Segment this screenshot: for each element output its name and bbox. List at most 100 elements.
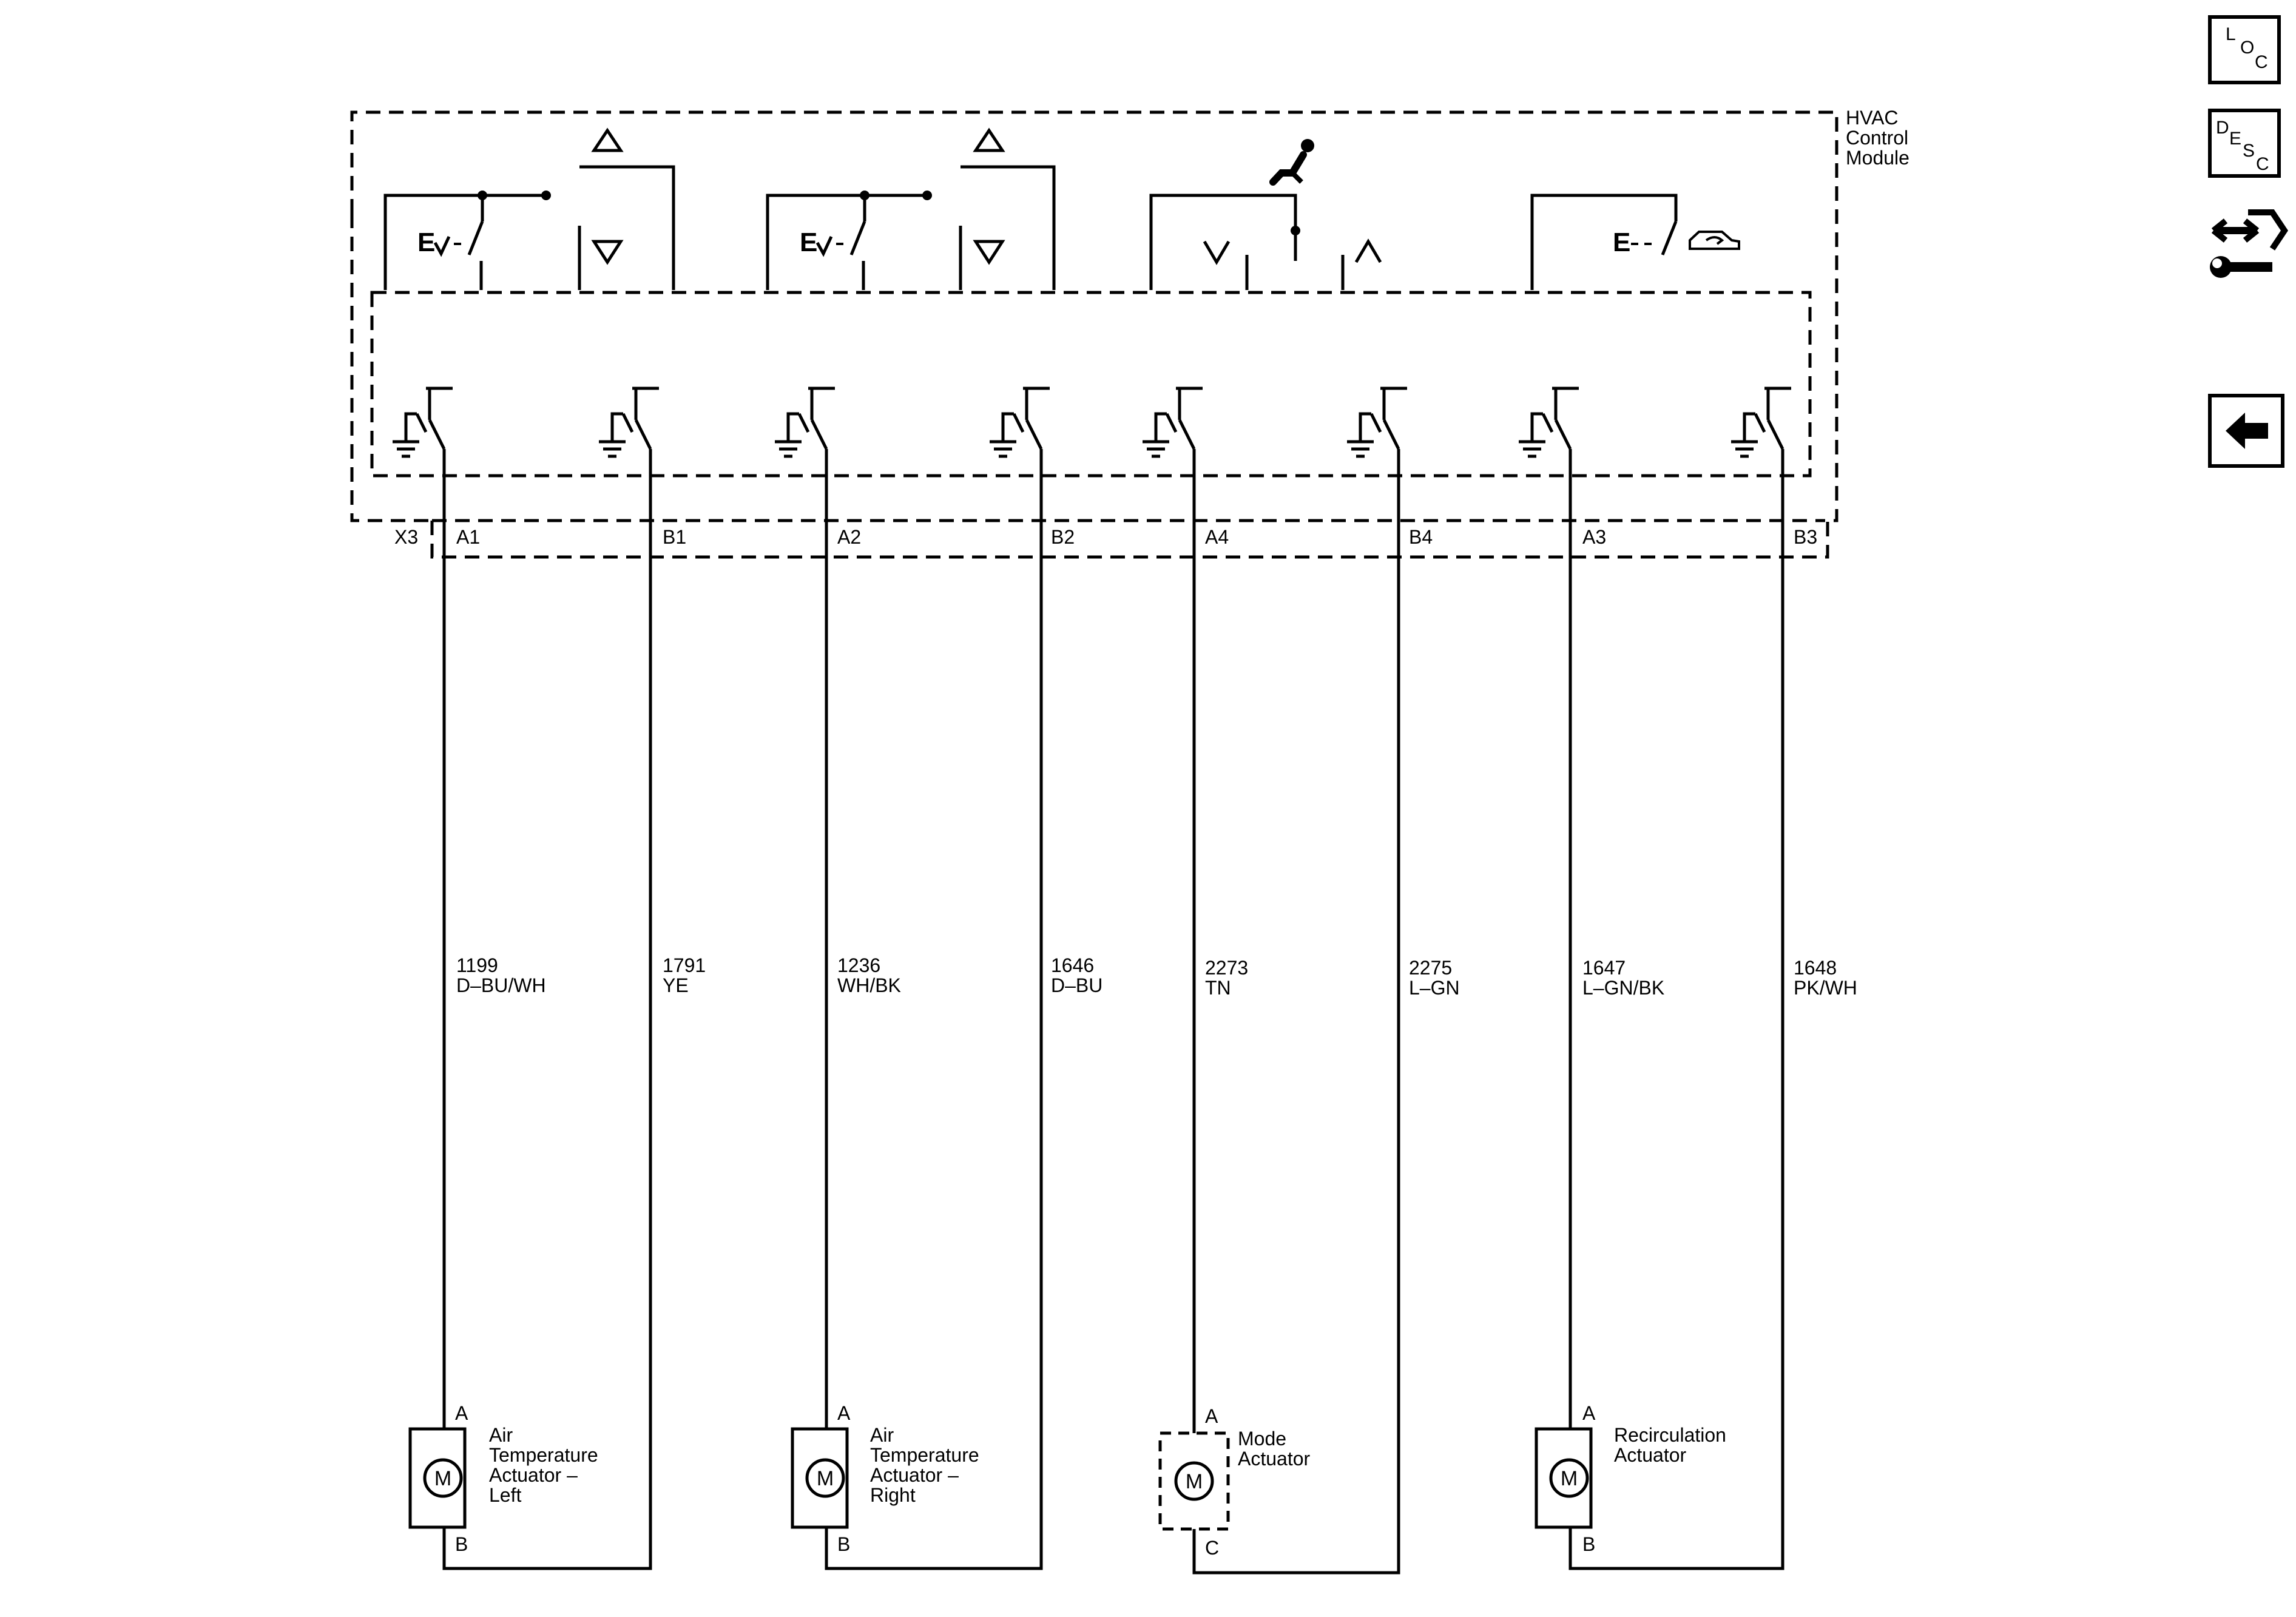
pin-top-2: A bbox=[837, 1402, 851, 1424]
return-wire-4 bbox=[1568, 1335, 1784, 1570]
pin-top-4: A bbox=[1582, 1402, 1596, 1424]
module-name-line-3: Module bbox=[1846, 147, 1909, 169]
up-triangle-icon bbox=[591, 127, 624, 152]
output-driver-2 bbox=[599, 387, 659, 458]
actuator-label-line-1: Air bbox=[489, 1424, 513, 1446]
down-triangle-icon bbox=[591, 240, 624, 265]
pin-b4: B4 bbox=[1409, 526, 1433, 548]
output-driver-5 bbox=[1143, 387, 1203, 458]
wire-4-color: D–BU bbox=[1051, 974, 1102, 996]
recirculation-car-icon bbox=[1689, 231, 1740, 250]
wire-1-color: D–BU/WH bbox=[456, 974, 546, 996]
actuator-3-label-line-1: Mode bbox=[1238, 1428, 1286, 1450]
pin-a1: A1 bbox=[456, 526, 480, 548]
output-driver-8 bbox=[1731, 387, 1791, 458]
motor-icon-4 bbox=[1549, 1458, 1589, 1498]
motor-icon bbox=[423, 1458, 463, 1498]
pin-a4: A4 bbox=[1205, 526, 1229, 548]
motor-letter-3: M bbox=[1186, 1470, 1203, 1493]
actuator-4-label-line-2: Actuator bbox=[1614, 1444, 1687, 1466]
wire-8-circuit: 1648 bbox=[1794, 957, 1837, 979]
air-temp-actuator-right: M A B Air Temperature Actuator – Right bbox=[791, 1402, 979, 1555]
output-driver-6 bbox=[1347, 387, 1407, 458]
seated-passenger-icon bbox=[1269, 139, 1314, 186]
e-switch-letter-3: E bbox=[1613, 228, 1630, 257]
actuator-4-label-line-1: Recirculation bbox=[1614, 1424, 1726, 1446]
module-name-line-2: Control bbox=[1846, 127, 1908, 149]
wire-2-color: YE bbox=[663, 974, 689, 996]
desc-letter-d: D bbox=[2216, 118, 2229, 138]
wire-2-circuit: 1791 bbox=[663, 954, 706, 976]
connector-x3-box bbox=[430, 521, 1829, 559]
desc-letter-s: S bbox=[2243, 141, 2255, 161]
output-driver-1 bbox=[393, 387, 453, 458]
wire-7-circuit: 1647 bbox=[1582, 957, 1626, 979]
return-wire-2 bbox=[825, 1335, 1043, 1570]
wire-5-circuit: 2273 bbox=[1205, 957, 1248, 979]
desc-letter-e: E bbox=[2229, 129, 2241, 149]
actuator-label-line-4: Left bbox=[489, 1484, 521, 1506]
wire-6-circuit: 2275 bbox=[1409, 957, 1452, 979]
loc-letter-c: C bbox=[2255, 52, 2268, 72]
motor-icon-2 bbox=[805, 1458, 845, 1498]
down-triangle-icon-2 bbox=[973, 240, 1005, 265]
output-driver-7 bbox=[1519, 387, 1579, 458]
module-outline bbox=[350, 110, 1838, 522]
loc-letter-o: O bbox=[2240, 38, 2254, 58]
wire-4-circuit: 1646 bbox=[1051, 954, 1094, 976]
pin-bottom-2: B bbox=[837, 1533, 850, 1555]
temp-switch-right: E bbox=[766, 127, 1056, 290]
pin-bottom: B bbox=[455, 1533, 468, 1555]
temp-switch-left: E bbox=[383, 127, 675, 290]
e-switch-letter-2: E bbox=[800, 228, 817, 257]
actuator-2-label-line-1: Air bbox=[870, 1424, 894, 1446]
actuator-label-line-2: Temperature bbox=[489, 1444, 598, 1466]
output-driver-4 bbox=[990, 387, 1050, 458]
mode-switch bbox=[1149, 139, 1382, 290]
output-driver-3 bbox=[775, 387, 835, 458]
pin-a2: A2 bbox=[837, 526, 861, 548]
wire-1-circuit: 1199 bbox=[456, 954, 498, 976]
actuator-2-label-line-2: Temperature bbox=[870, 1444, 979, 1466]
motor-letter-4: M bbox=[1561, 1467, 1578, 1490]
pin-a3: A3 bbox=[1582, 526, 1606, 548]
desc-letter-c: C bbox=[2256, 154, 2269, 174]
actuator-label-line-3: Actuator – bbox=[489, 1464, 578, 1486]
actuator-2-label-line-3: Actuator – bbox=[870, 1464, 959, 1486]
back-button[interactable] bbox=[2208, 394, 2284, 468]
pin-top: A bbox=[455, 1402, 468, 1424]
pin-bottom-3: C bbox=[1205, 1537, 1219, 1559]
wire-8-color: PK/WH bbox=[1794, 977, 1857, 999]
module-name-line-1: HVAC bbox=[1846, 107, 1899, 129]
connector-repair-icon[interactable] bbox=[2210, 209, 2289, 278]
wire-runs bbox=[442, 449, 1784, 1575]
motor-letter: M bbox=[434, 1467, 451, 1490]
up-triangle-icon-2 bbox=[973, 127, 1005, 152]
down-arrowhead-icon-2 bbox=[815, 235, 833, 257]
motor-letter-2: M bbox=[817, 1467, 834, 1490]
pin-bottom-4: B bbox=[1582, 1533, 1595, 1555]
module-outline-left bbox=[350, 214, 432, 522]
return-wire-1 bbox=[442, 1335, 652, 1570]
return-wire-3 bbox=[1192, 1335, 1400, 1575]
up-chevron-icon bbox=[1354, 238, 1382, 263]
hvac-control-module: HVAC Control Module X3 bbox=[350, 107, 1909, 559]
actuator-3-label-line-2: Actuator bbox=[1238, 1448, 1311, 1470]
pin-b1: B1 bbox=[663, 526, 686, 548]
loc-button[interactable]: L O C bbox=[2208, 15, 2281, 84]
e-switch-letter: E bbox=[417, 228, 435, 257]
loc-letter-l: L bbox=[2226, 24, 2236, 44]
wire-6-color: L–GN bbox=[1409, 977, 1460, 999]
back-arrow-icon bbox=[2226, 413, 2268, 449]
recirc-switch: E bbox=[1530, 194, 1740, 290]
motor-icon-3 bbox=[1174, 1461, 1214, 1501]
desc-button[interactable]: D E S C bbox=[2208, 109, 2281, 178]
actuator-2-label-line-4: Right bbox=[870, 1484, 916, 1506]
recirculation-actuator: M A B Recirculation Actuator bbox=[1535, 1402, 1726, 1555]
mode-actuator: M A C Mode Actuator bbox=[1158, 1405, 1311, 1559]
down-chevron-icon bbox=[1203, 240, 1231, 265]
pin-top-3: A bbox=[1205, 1405, 1218, 1427]
pin-b2: B2 bbox=[1051, 526, 1075, 548]
module-inner-box bbox=[370, 291, 1812, 478]
